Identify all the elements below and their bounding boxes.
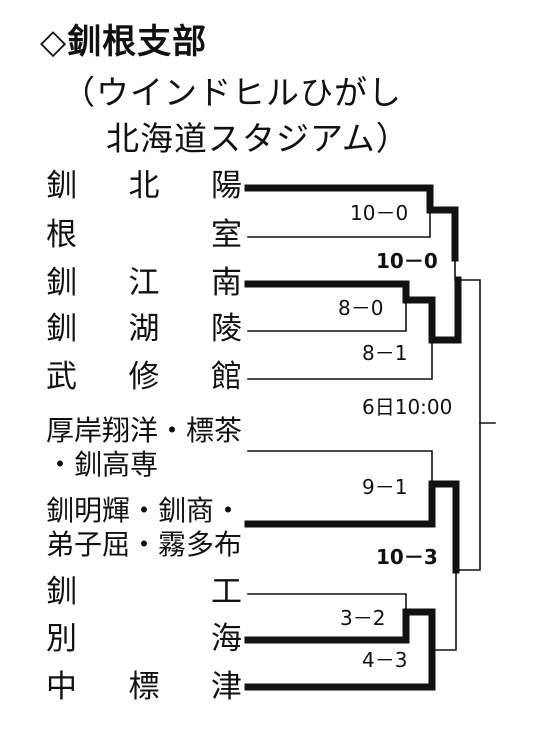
bracket-line-combined-b [244, 480, 460, 574]
bracket-line-semi-top-join [454, 257, 481, 424]
bracket-line-nakashibetsu [244, 646, 436, 691]
page-title: ◇釧根支部 [40, 22, 208, 62]
team-kushiro-koryo: 釧 湖 陵 [46, 311, 242, 347]
team-combined-a-line-2: ・釧高専 [46, 447, 159, 481]
team-nemuro: 根 室 [46, 217, 242, 253]
venue-line-1: （ウインドヒルひがし [62, 73, 402, 112]
team-combined-b: 釧明輝・釧商・ 弟子屈・霧多布 [46, 494, 242, 561]
team-kushiro-hokuyo: 釧 北 陽 [46, 168, 242, 204]
score-combined: 9－1 [362, 475, 407, 499]
venue-line-2: 北海道スタジアム） [106, 119, 410, 158]
score-hokuyo-nemuro: 10－0 [350, 201, 408, 225]
team-kushiro-ko: 釧 工 [46, 574, 242, 610]
team-kushiro-konan: 釧 江 南 [46, 265, 242, 301]
team-combined-a-line-1: 厚岸翔洋・標茶 [46, 414, 243, 447]
score-kushiro-ko-betsukai: 3－2 [340, 606, 385, 630]
bracket-line-semi-bottom [431, 422, 481, 651]
team-nakashibetsu: 中 標 津 [46, 669, 242, 705]
bracket-line-kushiro-ko [247, 593, 407, 613]
score-semi-top: 10－0 [376, 249, 438, 273]
team-combined-a: 厚岸翔洋・標茶 ・釧高専 [46, 414, 242, 481]
final-date: 6日10:00 [362, 395, 452, 419]
score-konan-koryo: 8－0 [338, 296, 383, 320]
bracket-line-betsukai [244, 608, 436, 654]
team-mushukan: 武 修 館 [46, 359, 242, 395]
score-semi-bottom: 10－3 [376, 545, 438, 569]
score-betsukai-nakashibetsu: 4－3 [362, 648, 407, 672]
team-betsukai: 別 海 [46, 621, 242, 657]
team-combined-b-line-2: 弟子屈・霧多布 [46, 527, 243, 561]
bracket-line-nemuro [247, 209, 431, 238]
bracket-line-semi-top-lower [428, 276, 462, 344]
team-combined-b-line-1: 釧明輝・釧商・ [46, 494, 243, 527]
score-konan-mushukan: 8－1 [362, 341, 407, 365]
bracket-line-combined-a [247, 450, 433, 485]
bracket-line-koryo [247, 299, 407, 332]
bracket-line-mushukan [247, 339, 433, 380]
